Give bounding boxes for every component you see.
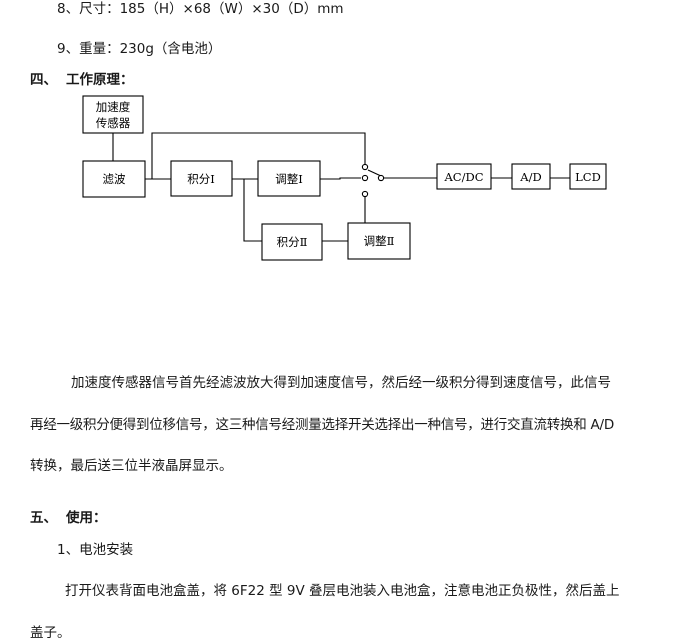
lcd-box <box>569 163 607 190</box>
principle-text-line-2: 再经一级积分便得到位移信号，这三种信号经测量选择开关选择出一种信号，进行交直流转… <box>30 417 614 433</box>
switch-contact-top <box>361 163 369 171</box>
principle-text-line-3: 转换，最后送三位半液晶屏显示。 <box>30 458 233 474</box>
usage-text-line-1: 打开仪表背面电池盒盖，将 6F22 型 9V 叠层电池装入电池盒，注意电池正负极… <box>65 583 620 599</box>
lcd-label: LCD <box>575 170 601 184</box>
section-5-number: 五、 <box>30 510 57 526</box>
acdc-box <box>436 163 492 190</box>
section-5-heading: 五、使用： <box>30 509 107 527</box>
sensor-box <box>82 95 144 134</box>
section-5-title: 使用： <box>66 510 107 526</box>
switch-contact-middle <box>361 174 369 182</box>
integral-1-label: 积分Ⅰ <box>187 172 215 186</box>
working-principle-diagram: 加速度 传感器 滤波 积分Ⅰ 调整Ⅰ 积分Ⅱ 调整Ⅱ AC/DC A/D LCD <box>82 95 607 261</box>
wire-adjust1-switch <box>320 177 361 180</box>
switch-blade <box>367 169 382 177</box>
section-4-heading: 四、工作原理： <box>30 71 134 89</box>
adjust-1-label: 调整Ⅰ <box>275 172 303 186</box>
spec-weight: 9、重量：230g（含电池） <box>57 41 222 57</box>
switch-pivot <box>377 174 385 182</box>
principle-text-line-1: 加速度传感器信号首先经滤波放大得到加速度信号，然后经一级积分得到速度信号，此信号 <box>71 375 611 391</box>
sensor-label-2: 传感器 <box>96 116 131 130</box>
integral-1-box <box>170 160 233 197</box>
adjust-2-label: 调整Ⅱ <box>364 234 395 248</box>
adjust-2-box <box>347 222 411 260</box>
integral-2-label: 积分Ⅱ <box>277 235 308 249</box>
switch-contact-bottom <box>361 190 369 198</box>
usage-text-line-2: 盖子。 <box>30 625 71 641</box>
ad-label: A/D <box>519 170 541 184</box>
section-4-title: 工作原理： <box>66 72 134 88</box>
wire-top-bus <box>151 132 366 179</box>
adjust-1-box <box>257 160 321 197</box>
filter-label: 滤波 <box>103 172 126 186</box>
filter-box <box>82 160 146 198</box>
spec-size: 8、尺寸：185（H）×68（W）×30（D）mm <box>57 1 344 17</box>
wire-branch-integral2 <box>243 179 262 242</box>
usage-item-1: 1、电池安装 <box>57 542 134 558</box>
ad-box <box>511 163 551 190</box>
acdc-label: AC/DC <box>444 170 484 184</box>
section-4-number: 四、 <box>30 72 57 88</box>
integral-2-box <box>261 223 323 261</box>
sensor-label-1: 加速度 <box>96 100 131 114</box>
